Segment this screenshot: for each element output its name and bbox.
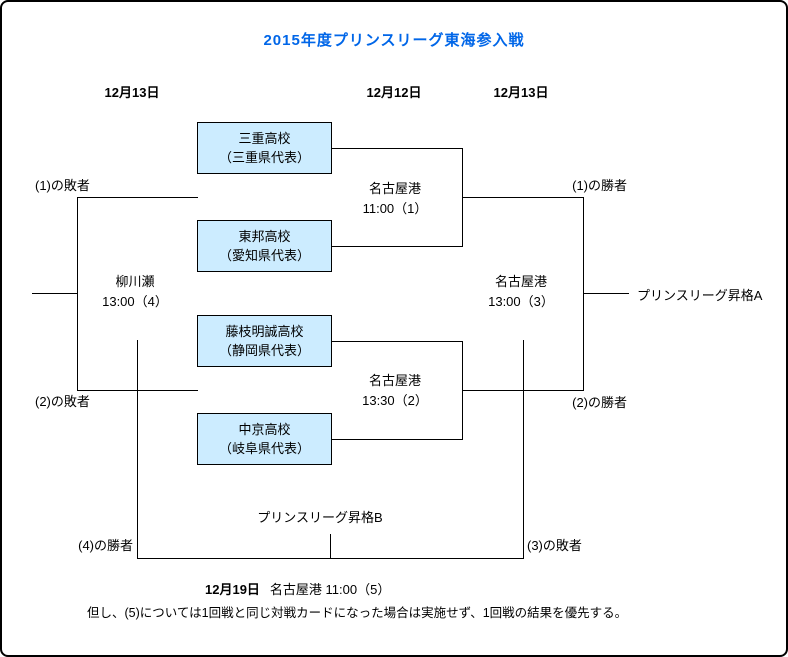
- bracket-line-match5-horizontal: [137, 558, 524, 559]
- bracket-line-box1-connector: [332, 148, 462, 149]
- bracket-line-winner4-drop: [137, 340, 138, 559]
- bracket-line-match3-vertical: [583, 197, 584, 391]
- team-name: 三重高校: [238, 131, 291, 146]
- promotion-a-label: プリンスリーグ昇格A: [637, 288, 763, 303]
- match-5-info: 名古屋港 11:00（5）: [269, 582, 391, 597]
- bracket-line-promotion-a: [583, 293, 629, 294]
- team-name: 中京高校: [238, 422, 291, 437]
- winner-of-1-label: (1)の勝者: [572, 178, 627, 193]
- match-1-label: 名古屋港 11:00（1）: [335, 179, 455, 219]
- loser-of-2-label: (2)の敗者: [35, 394, 90, 409]
- date-header-right: 12月13日: [493, 85, 549, 100]
- team-name: 東邦高校: [238, 229, 291, 244]
- team-prefecture: （三重県代表）: [218, 150, 310, 165]
- match-5-label: 12月19日名古屋港 11:00（5）: [205, 579, 390, 598]
- team-box-toho: 東邦高校 （愛知県代表）: [197, 220, 332, 272]
- match-2-label: 名古屋港 13:30（2）: [335, 371, 455, 411]
- bracket-line-match4-output: [32, 293, 77, 294]
- bracket-line-box3-connector: [332, 341, 462, 342]
- team-prefecture: （岐阜県代表）: [218, 441, 310, 456]
- bracket-line-loser1: [77, 197, 198, 198]
- team-box-chukyo: 中京高校 （岐阜県代表）: [197, 413, 332, 465]
- loser-of-3-label: (3)の敗者: [527, 538, 582, 553]
- bracket-line-box2-connector: [332, 246, 462, 247]
- team-name: 藤枝明誠高校: [225, 324, 304, 339]
- match-time: 13:00（4）: [102, 294, 168, 309]
- bracket-line-winner2: [462, 390, 583, 391]
- date-header-left: 12月13日: [104, 85, 160, 100]
- loser-of-1-label: (1)の敗者: [35, 178, 90, 193]
- match-4-label: 柳川瀬 13:00（4）: [75, 272, 195, 312]
- match-time: 13:30（2）: [362, 393, 428, 408]
- match-time: 13:00（3）: [488, 294, 554, 309]
- match-5-date: 12月19日: [205, 582, 260, 597]
- bracket-line-winner1: [462, 197, 583, 198]
- winner-of-2-label: (2)の勝者: [572, 395, 627, 410]
- bracket-line-loser3-drop: [523, 340, 524, 559]
- team-box-fujieda-meisei: 藤枝明誠高校 （静岡県代表）: [197, 315, 332, 367]
- bracket-line-match4-vertical: [77, 197, 78, 391]
- page-title: 2015年度プリンスリーグ東海参入戦: [263, 32, 525, 49]
- date-header-middle: 12月12日: [366, 85, 422, 100]
- match-venue: 柳川瀬: [115, 274, 155, 289]
- team-box-mie: 三重高校 （三重県代表）: [197, 122, 332, 174]
- footnote: 但し、(5)については1回戦と同じ対戦カードになった場合は実施せず、1回戦の結果…: [87, 606, 628, 620]
- match-3-label: 名古屋港 13:00（3）: [461, 272, 581, 312]
- match-venue: 名古屋港: [494, 274, 547, 289]
- promotion-b-label: プリンスリーグ昇格B: [257, 510, 383, 525]
- team-prefecture: （愛知県代表）: [218, 248, 310, 263]
- winner-of-4-label: (4)の勝者: [78, 538, 133, 553]
- match-venue: 名古屋港: [368, 373, 421, 388]
- match-venue: 名古屋港: [368, 181, 421, 196]
- team-prefecture: （静岡県代表）: [218, 343, 310, 358]
- match-time: 11:00（1）: [362, 201, 428, 216]
- bracket-line-box4-connector: [332, 439, 462, 440]
- bracket-line-promotion-b: [330, 534, 331, 558]
